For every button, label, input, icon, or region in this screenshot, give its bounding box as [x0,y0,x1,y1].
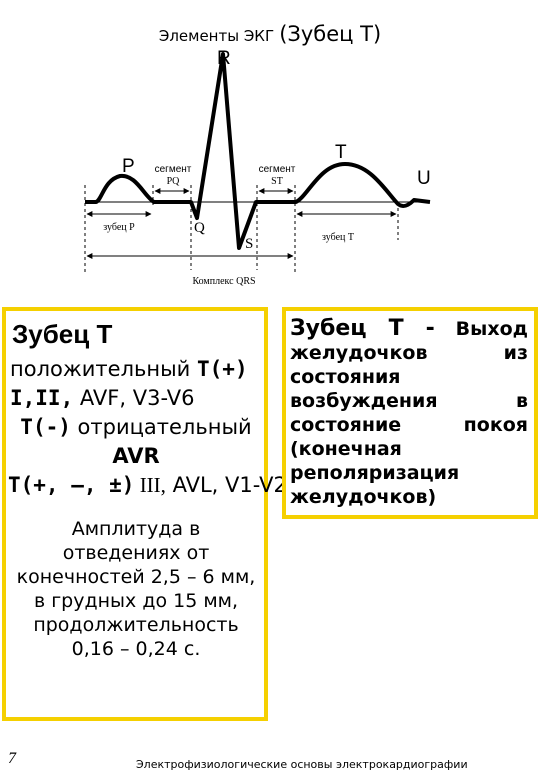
right-box-heading: Зубец Т - [290,316,435,341]
definition-body: Выход желудочков из состояния возбуждени… [290,318,528,508]
label-p: P [122,156,135,177]
ecg-guides [84,185,399,272]
positive-leads-text: AVF, V3-V6 [73,386,195,410]
ecg-diagram: R P T U Q S сегмент PQ сегмент ST зубец … [84,48,431,287]
positive-line: положительный Т(+) [8,355,264,384]
negative-line: Т(-) отрицательный [8,413,264,442]
footer-text: Электрофизиологические основы электрокар… [136,758,468,771]
label-segment-st-2: ST [271,176,283,187]
label-wave-p: зубец P [103,222,135,233]
label-wave-t: зубец T [322,232,354,243]
label-r: R [217,48,231,69]
label-segment-pq-2: PQ [167,176,181,187]
lead-polarity-block: положительный Т(+) I,II, AVF, V3-V6 Т(-)… [8,355,287,500]
label-u: U [417,168,431,189]
t-wave-leads-box: Зубец Т положительный Т(+) I,II, AVF, V3… [2,307,287,721]
variable-line: Т(+, –, ±) III, AVL, V1-V2 [8,471,287,500]
slide-title: Элементы ЭКГ (Зубец Т) [0,22,540,46]
positive-text: положительный [10,357,198,381]
positive-leads-mono: I,II, [10,386,74,410]
label-q: Q [194,220,205,236]
variable-lead-serif: III, [134,473,166,497]
label-segment-st-1: сегмент [259,164,296,175]
amplitude-text: Амплитуда в отведениях от конечностей 2,… [16,518,256,660]
variable-leads-text: AVL, V1-V2 [165,473,287,497]
positive-mark: Т(+) [197,357,248,381]
ecg-waveform [85,52,431,250]
label-s: S [245,236,253,252]
label-t: T [335,142,347,163]
label-segment-pq-1: сегмент [155,164,192,175]
negative-mark: Т(-) [20,415,71,439]
t-wave-definition-box: Зубец Т - Выход желудочков из состояния … [282,307,538,519]
page-number: 7 [8,750,16,767]
label-complex-qrs: Комплекс QRS [192,276,255,287]
title-part2: (Зубец Т) [279,22,382,46]
definition-text: Зубец Т - Выход желудочков из состояния … [290,317,528,509]
variable-mark: Т(+, –, ±) [8,473,135,497]
positive-leads-line: I,II, AVF, V3-V6 [8,384,264,413]
left-box-heading: Зубец Т [12,319,113,349]
negative-text: отрицательный [70,415,252,439]
negative-lead: AVR [112,444,160,468]
title-part1: Элементы ЭКГ [158,27,275,45]
